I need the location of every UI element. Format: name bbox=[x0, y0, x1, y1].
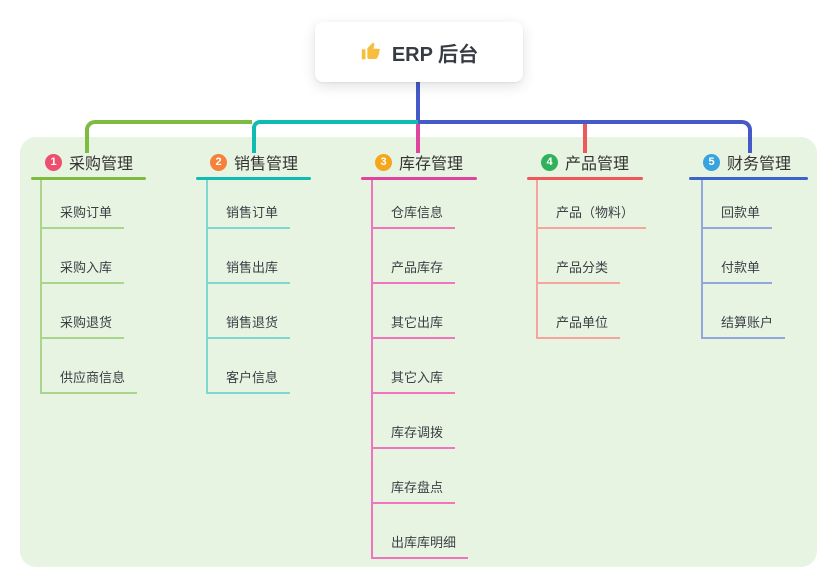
child-node-label: 销售出库 bbox=[208, 257, 291, 284]
branch-label: 库存管理 bbox=[399, 156, 464, 173]
child-node[interactable]: 供应商信息 bbox=[42, 339, 138, 394]
child-node[interactable]: 库存调拨 bbox=[373, 394, 468, 449]
child-node[interactable]: 产品库存 bbox=[373, 229, 468, 284]
connector-branch-5 bbox=[418, 120, 752, 153]
branch-number-badge: 1 bbox=[45, 153, 62, 171]
branch-label: 财务管理 bbox=[727, 156, 792, 173]
branch-title[interactable]: 2 销售管理 bbox=[210, 150, 298, 174]
branch-underline bbox=[689, 177, 808, 180]
branch-title[interactable]: 3 库存管理 bbox=[375, 150, 463, 174]
child-node[interactable]: 客户信息 bbox=[208, 339, 291, 394]
child-node[interactable]: 结算账户 bbox=[703, 284, 786, 339]
child-node[interactable]: 销售出库 bbox=[208, 229, 291, 284]
child-node-label: 采购订单 bbox=[42, 202, 125, 229]
child-node-label: 供应商信息 bbox=[42, 367, 138, 394]
child-node[interactable]: 回款单 bbox=[703, 180, 785, 229]
branch-title[interactable]: 4 产品管理 bbox=[541, 150, 629, 174]
child-node-label: 库存调拨 bbox=[373, 422, 456, 449]
child-node-label: 出库库明细 bbox=[373, 532, 469, 559]
branch-underline bbox=[31, 177, 146, 180]
child-node[interactable]: 采购订单 bbox=[42, 180, 137, 229]
connector-branch-2 bbox=[252, 120, 418, 153]
child-node-label: 客户信息 bbox=[208, 367, 291, 394]
branch-children: 回款单 付款单 结算账户 bbox=[701, 180, 786, 339]
child-node[interactable]: 采购入库 bbox=[42, 229, 137, 284]
connector-branch-4 bbox=[583, 124, 587, 153]
child-node[interactable]: 库存盘点 bbox=[373, 449, 468, 504]
child-node-label: 结算账户 bbox=[703, 312, 786, 339]
branch-children: 仓库信息 产品库存 其它出库 其它入库 库存调拨 库存盘点 出库库明细 bbox=[371, 180, 469, 559]
branch-underline bbox=[361, 177, 477, 180]
child-node-label: 仓库信息 bbox=[373, 202, 456, 229]
branch-underline bbox=[527, 177, 643, 180]
child-node-label: 销售订单 bbox=[208, 202, 291, 229]
branch-label: 产品管理 bbox=[565, 156, 630, 173]
branch-number-badge: 2 bbox=[210, 153, 227, 171]
child-node[interactable]: 其它出库 bbox=[373, 284, 468, 339]
child-node-label: 采购退货 bbox=[42, 312, 125, 339]
child-node[interactable]: 产品单位 bbox=[538, 284, 646, 339]
child-node-label: 付款单 bbox=[703, 257, 773, 284]
child-node[interactable]: 采购退货 bbox=[42, 284, 137, 339]
connector-branch-3 bbox=[416, 124, 420, 153]
branch-title[interactable]: 1 采购管理 bbox=[45, 150, 133, 174]
branch-underline bbox=[196, 177, 311, 180]
branch-number-badge: 4 bbox=[541, 153, 558, 171]
child-node-label: 销售退货 bbox=[208, 312, 291, 339]
child-node[interactable]: 销售订单 bbox=[208, 180, 291, 229]
child-node-label: 产品库存 bbox=[373, 257, 456, 284]
child-node-label: 回款单 bbox=[703, 202, 773, 229]
branch-number-badge: 3 bbox=[375, 153, 392, 171]
branch-title[interactable]: 5 财务管理 bbox=[703, 150, 791, 174]
connector-branch-1 bbox=[85, 120, 252, 153]
branch-children: 产品（物料） 产品分类 产品单位 bbox=[536, 180, 647, 339]
child-node[interactable]: 其它入库 bbox=[373, 339, 468, 394]
child-node-label: 采购入库 bbox=[42, 257, 125, 284]
child-node[interactable]: 付款单 bbox=[703, 229, 785, 284]
child-node-label: 其它出库 bbox=[373, 312, 456, 339]
branch-label: 销售管理 bbox=[234, 156, 299, 173]
thumbs-up-icon bbox=[360, 41, 382, 63]
child-node[interactable]: 仓库信息 bbox=[373, 180, 468, 229]
branch-children: 销售订单 销售出库 销售退货 客户信息 bbox=[206, 180, 291, 394]
branch-number-badge: 5 bbox=[703, 153, 720, 171]
root-node[interactable]: ERP 后台 bbox=[315, 22, 523, 82]
root-connector-line bbox=[416, 81, 420, 122]
branch-children: 采购订单 采购入库 采购退货 供应商信息 bbox=[40, 180, 138, 394]
child-node-label: 其它入库 bbox=[373, 367, 456, 394]
branch-label: 采购管理 bbox=[69, 156, 134, 173]
child-node-label: 产品单位 bbox=[538, 312, 621, 339]
child-node-label: 库存盘点 bbox=[373, 477, 456, 504]
root-node-label: ERP 后台 bbox=[391, 43, 479, 66]
child-node-label: 产品（物料） bbox=[538, 202, 647, 229]
child-node[interactable]: 出库库明细 bbox=[373, 504, 469, 559]
child-node[interactable]: 产品分类 bbox=[538, 229, 646, 284]
branches-panel bbox=[20, 137, 817, 567]
child-node-label: 产品分类 bbox=[538, 257, 621, 284]
child-node[interactable]: 销售退货 bbox=[208, 284, 291, 339]
child-node[interactable]: 产品（物料） bbox=[538, 180, 647, 229]
